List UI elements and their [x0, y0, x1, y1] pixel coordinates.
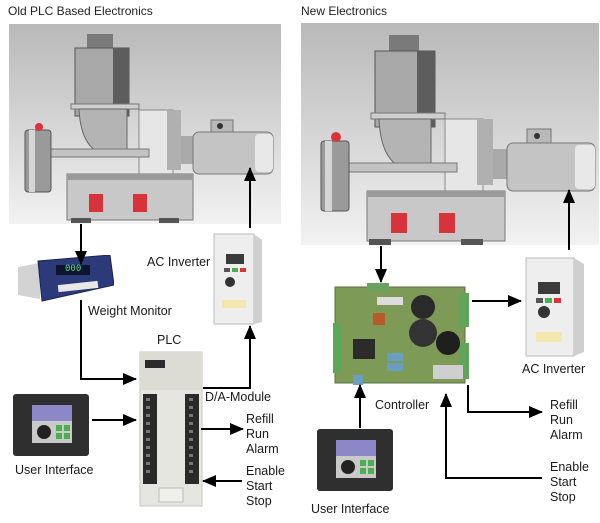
red-clamp-icon — [391, 213, 407, 233]
output-alarm-right: Alarm — [550, 428, 583, 442]
input-start-left: Start — [246, 479, 273, 493]
red-clamp-icon — [439, 213, 455, 233]
da-module-label: D/A-Module — [205, 390, 271, 404]
output-alarm-left: Alarm — [246, 442, 279, 456]
output-refill-left: Refill — [246, 412, 274, 426]
output-run-left: Run — [246, 427, 269, 441]
plc-label: PLC — [157, 333, 182, 347]
weight-monitor-device: 000 — [18, 255, 114, 303]
ac-inverter-device-right — [524, 252, 588, 358]
feeder-photo-right — [301, 23, 599, 245]
weight-monitor-label: Weight Monitor — [88, 304, 172, 318]
user-interface-device-left — [12, 393, 92, 457]
red-clamp-icon — [89, 194, 103, 212]
input-start-right: Start — [550, 475, 577, 489]
output-run-right: Run — [550, 413, 573, 427]
controller-label: Controller — [375, 398, 430, 412]
arrow-controller-to-outputs-right — [467, 385, 543, 418]
output-refill-right: Refill — [550, 398, 578, 412]
input-enable-right: Enable — [550, 460, 589, 474]
weight-display-value: 000 — [65, 264, 82, 274]
feeder-machine-illustration — [24, 34, 274, 223]
ac-inverter-label-right: AC Inverter — [522, 362, 586, 376]
input-signals-left: Enable Start Stop — [246, 464, 285, 509]
output-signals-right: Refill Run Alarm — [550, 398, 583, 443]
arrow-plc-to-inverter — [203, 325, 256, 389]
input-enable-left: Enable — [246, 464, 285, 478]
red-clamp-icon — [133, 194, 147, 212]
arrow-inputs-to-controller — [440, 393, 542, 479]
input-stop-right: Stop — [550, 490, 576, 504]
output-signals-left: Refill Run Alarm — [246, 412, 279, 457]
feeder-machine-illustration — [320, 35, 596, 245]
input-signals-right: Enable Start Stop — [550, 460, 589, 505]
feeder-photo-left — [9, 24, 281, 224]
red-knob-icon — [331, 132, 341, 142]
ac-inverter-device-left — [212, 230, 264, 326]
ac-inverter-label-left: AC Inverter — [147, 255, 211, 269]
right-panel-title: New Electronics — [301, 4, 388, 18]
user-interface-label-left: User Interface — [15, 463, 94, 477]
input-stop-left: Stop — [246, 494, 272, 508]
user-interface-label-right: User Interface — [311, 502, 390, 516]
plc-device — [139, 350, 203, 508]
red-knob-icon — [35, 123, 43, 131]
user-interface-device-right — [316, 428, 396, 492]
left-panel-title: Old PLC Based Electronics — [8, 4, 153, 18]
controller-board — [333, 283, 473, 393]
